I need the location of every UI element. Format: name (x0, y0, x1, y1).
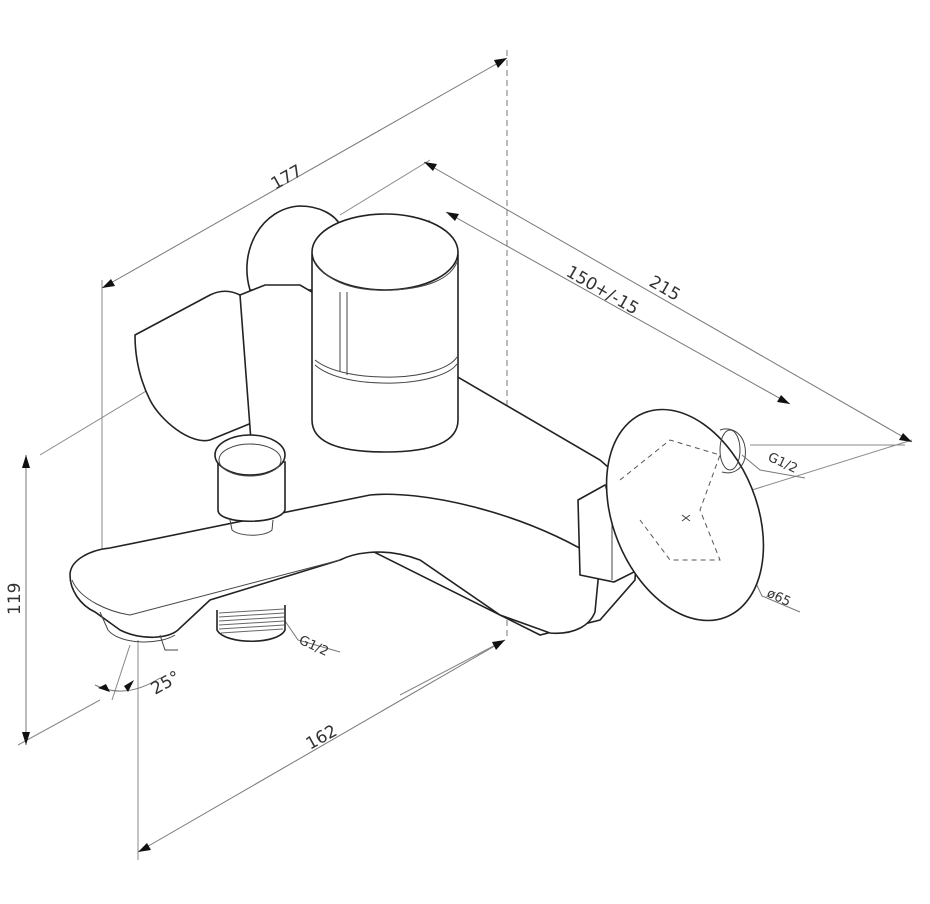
dim-outlet-thread: G1/2 (296, 633, 330, 660)
mixer-handle (311, 213, 459, 453)
dim-escutcheon-diameter: ø65 (764, 586, 793, 610)
diverter-knob (214, 434, 286, 536)
dim-150: 150+/-15 (563, 262, 642, 319)
dim-spout-angle: 25° (148, 667, 184, 699)
dim-162: 162 (303, 721, 341, 754)
threaded-outlet (216, 605, 286, 643)
dim-177: 177 (268, 161, 306, 194)
dim-inlet-thread: G1/2 (765, 450, 799, 477)
arrowheads (22, 58, 912, 852)
dim-119: 119 (5, 583, 25, 615)
